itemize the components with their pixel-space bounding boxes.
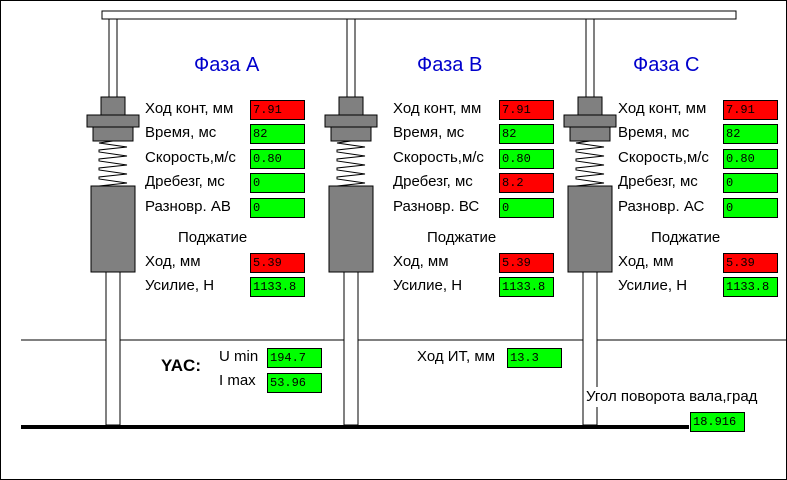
phase-b-param-label: Скорость,м/с: [393, 149, 484, 166]
pole-c-upper-rod: [585, 18, 595, 98]
yac-umin-label: U min: [219, 348, 259, 365]
shaft-angle-value: 18.916: [690, 412, 745, 432]
pole-b-top-block: [338, 96, 364, 116]
phase-a-press-label: Ход, мм: [145, 253, 201, 270]
pole-a-nut: [86, 114, 140, 128]
phase-b-press-label: Усилие, Н: [393, 277, 463, 294]
pole-b-lower-rod: [343, 271, 359, 426]
pole-a-spring: [98, 140, 128, 188]
phase-a-param-label: Разновр. АВ: [145, 198, 231, 215]
pole-b-body: [328, 185, 374, 273]
pole-a-nut-lower: [92, 126, 134, 142]
yac-title: YAC:: [161, 356, 201, 375]
phase-b-param-value: 8.2: [499, 173, 554, 193]
pole-c-body: [567, 185, 613, 273]
phase-b-press-value: 5.39: [499, 253, 554, 273]
top-bus-bar: [101, 10, 737, 20]
phase-a-param-label: Время, мс: [145, 124, 217, 141]
phase-a-param-value: 0: [250, 173, 305, 193]
phase-b-param-label: Ход конт, мм: [393, 100, 482, 117]
phase-c-param-value: 0: [723, 173, 778, 193]
phase-c-param-label: Разновр. АС: [618, 198, 705, 215]
phase-a-press-value: 5.39: [250, 253, 305, 273]
phase-b-press-title: Поджатие: [427, 229, 497, 246]
travel-label: Ход ИТ, мм: [417, 348, 496, 365]
phase-a-param-value: 0.80: [250, 149, 305, 169]
pole-b-upper-rod: [346, 18, 356, 98]
pole-a-top-block: [100, 96, 126, 116]
shaft-angle-label: Угол поворота вала,град: [584, 387, 760, 407]
yac-imax-label: I max: [219, 372, 256, 389]
phase-b-param-label: Разновр. ВС: [393, 198, 480, 215]
phase-a-param-value: 7.91: [250, 100, 305, 120]
pole-b-spring: [336, 140, 366, 188]
main-shaft: [21, 425, 689, 429]
phase-b-param-label: Дребезг, мс: [393, 173, 473, 190]
pole-c-nut-lower: [569, 126, 611, 142]
phase-a-param-label: Дребезг, мс: [145, 173, 225, 190]
pole-b-nut-lower: [330, 126, 372, 142]
pole-c-lower-rod: [582, 271, 598, 426]
phase-c-press-label: Ход, мм: [618, 253, 674, 270]
phase-b-param-value: 7.91: [499, 100, 554, 120]
phase-c-param-label: Скорость,м/с: [618, 149, 709, 166]
phase-a-press-value: 1133.8: [250, 277, 305, 297]
pole-c-top-block: [577, 96, 603, 116]
phase-c-param-label: Время, мс: [618, 124, 690, 141]
pole-a-lower-rod: [105, 271, 121, 426]
phase-c-title: Фаза C: [633, 54, 700, 76]
phase-c-param-value: 82: [723, 124, 778, 144]
phase-c-param-value: 7.91: [723, 100, 778, 120]
phase-c-param-value: 0: [723, 198, 778, 218]
yac-umin-value: 194.7: [267, 348, 322, 368]
pole-a-upper-rod: [108, 18, 118, 98]
pole-a-body: [90, 185, 136, 273]
phase-b-param-value: 82: [499, 124, 554, 144]
pole-c-spring: [575, 140, 605, 188]
phase-c-param-label: Ход конт, мм: [618, 100, 707, 117]
phase-c-param-label: Дребезг, мс: [618, 173, 698, 190]
phase-b-press-label: Ход, мм: [393, 253, 449, 270]
phase-a-title: Фаза A: [194, 54, 260, 76]
phase-b-title: Фаза B: [417, 54, 483, 76]
phase-a-param-value: 82: [250, 124, 305, 144]
phase-b-param-label: Время, мс: [393, 124, 465, 141]
phase-c-press-value: 1133.8: [723, 277, 778, 297]
phase-c-press-value: 5.39: [723, 253, 778, 273]
travel-value: 13.3: [507, 348, 562, 368]
phase-a-param-value: 0: [250, 198, 305, 218]
yac-imax-value: 53.96: [267, 373, 322, 393]
phase-a-param-label: Ход конт, мм: [145, 100, 234, 117]
pole-c-nut: [563, 114, 617, 128]
phase-c-press-label: Усилие, Н: [618, 277, 688, 294]
phase-a-param-label: Скорость,м/с: [145, 149, 236, 166]
phase-c-param-value: 0.80: [723, 149, 778, 169]
phase-a-press-title: Поджатие: [178, 229, 248, 246]
phase-b-param-value: 0.80: [499, 149, 554, 169]
phase-b-press-value: 1133.8: [499, 277, 554, 297]
phase-c-press-title: Поджатие: [651, 229, 721, 246]
phase-b-param-value: 0: [499, 198, 554, 218]
pole-b-nut: [324, 114, 378, 128]
phase-a-press-label: Усилие, Н: [145, 277, 215, 294]
